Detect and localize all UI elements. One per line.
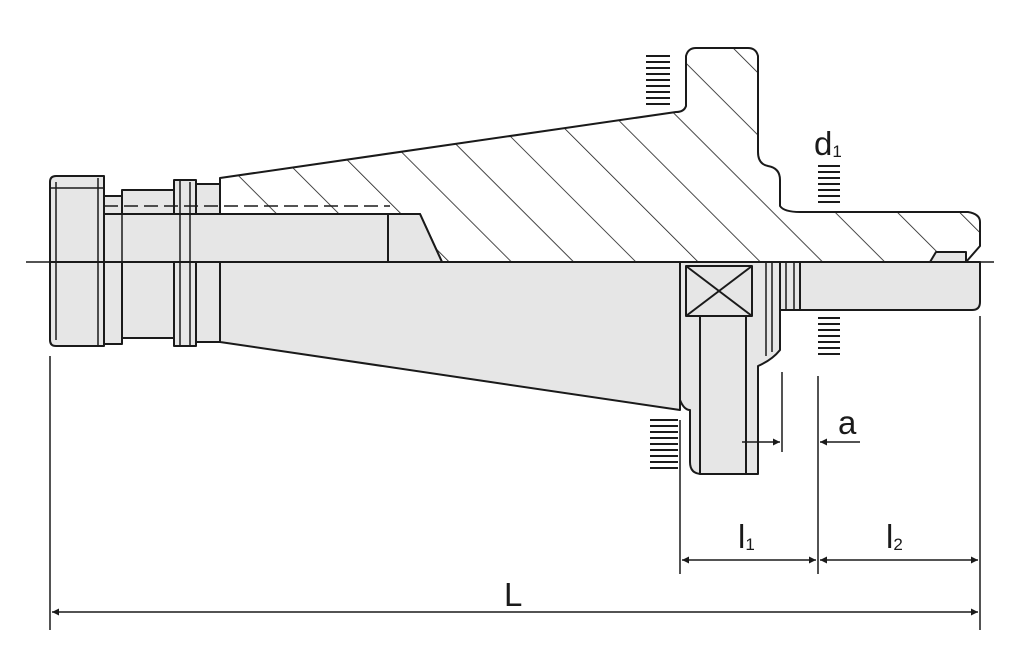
- upper-detail-lines: [50, 178, 191, 262]
- groove-ring-3: [173, 261, 197, 347]
- taper-lower: [219, 261, 681, 411]
- label-L: L: [504, 576, 522, 613]
- dimension-lines: [49, 316, 981, 630]
- flange-serration-top: [646, 55, 670, 105]
- groove-ring-2: [121, 261, 175, 339]
- retention-knob-lower: [799, 261, 981, 311]
- drive-slot: [699, 315, 747, 475]
- groove-ring-4: [195, 261, 221, 343]
- inner-bore: [103, 213, 389, 263]
- upper-section: [49, 47, 981, 263]
- label-a: a: [838, 404, 857, 441]
- label-d1: d1: [814, 125, 842, 162]
- lower-detail-lines: [55, 262, 795, 356]
- label-l2: l2: [886, 518, 903, 555]
- knob-serration-top: [818, 165, 840, 203]
- hatched-body: [219, 47, 981, 263]
- knob-slot: [929, 251, 967, 263]
- key-cross: [685, 265, 753, 317]
- flange-serration-bottom: [650, 419, 678, 469]
- label-l1: l1: [738, 518, 755, 555]
- collet-nut-upper: [49, 175, 105, 263]
- neck-lower: [779, 261, 801, 311]
- groove-ring-1: [103, 261, 123, 345]
- collet-nut-lower: [49, 261, 105, 347]
- knob-serration-bottom: [818, 317, 840, 355]
